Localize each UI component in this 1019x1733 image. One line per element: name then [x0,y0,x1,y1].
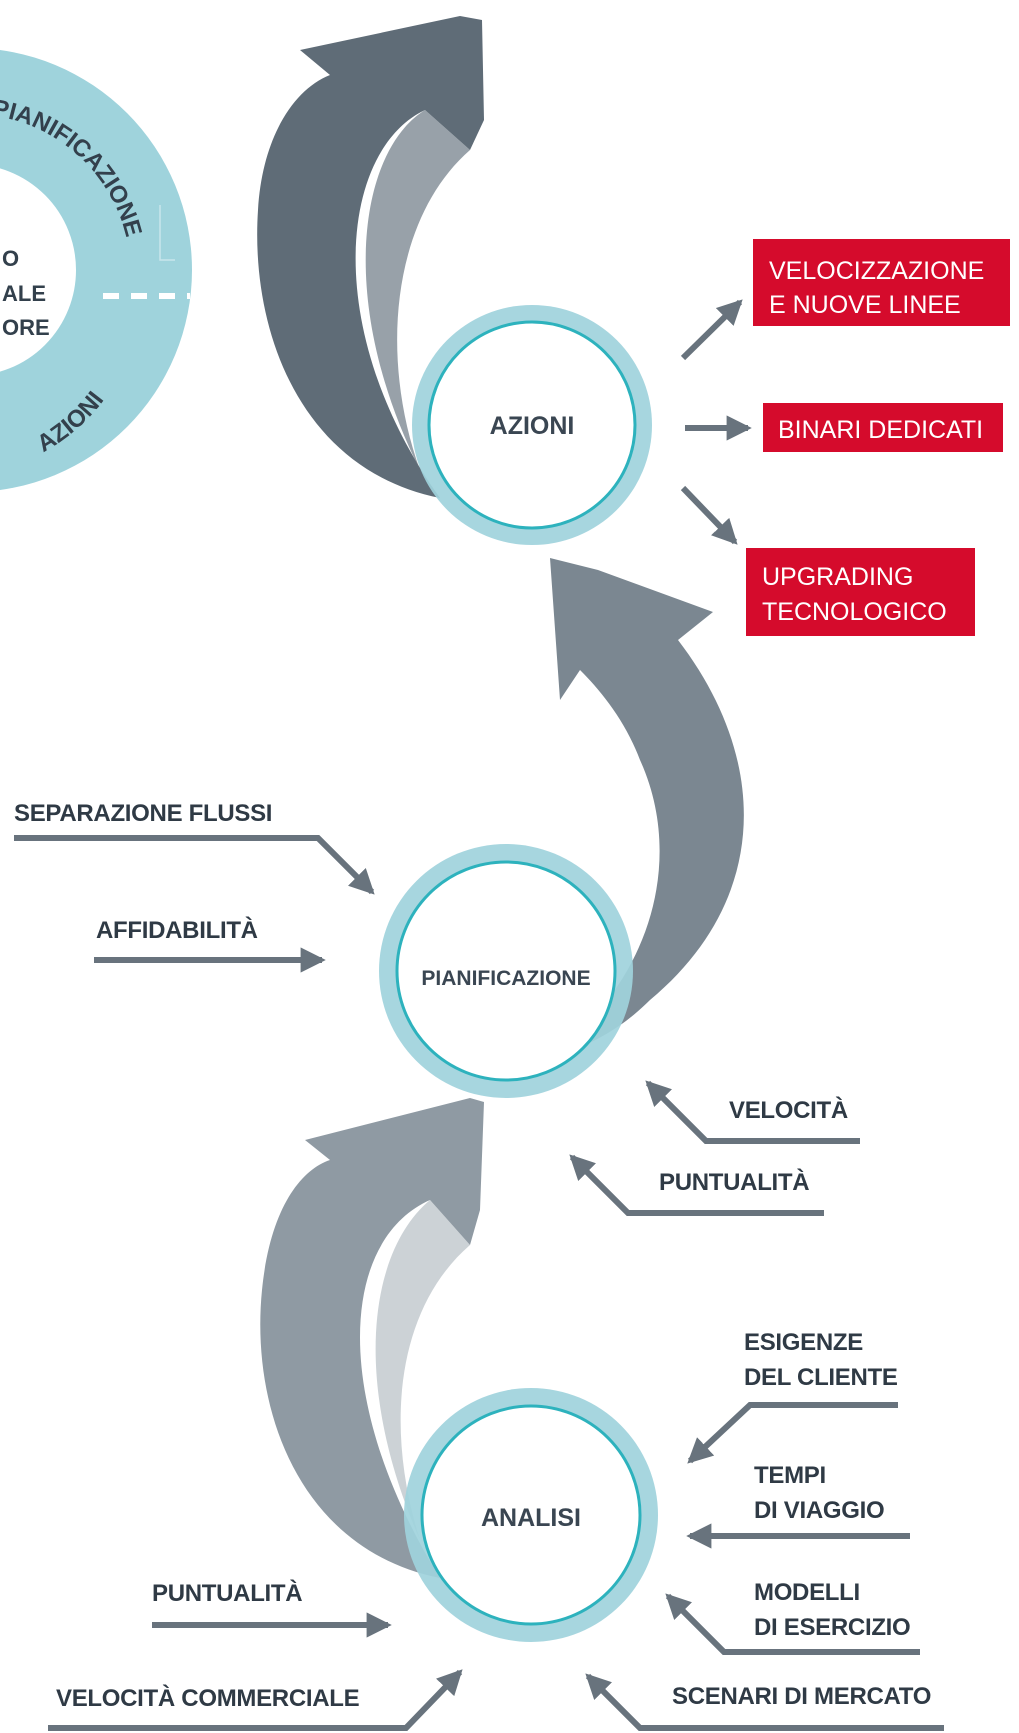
output-velocizzazione-line-1: VELOCIZZAZIONE [769,257,984,285]
curved-arrow-bottom-shade [375,1200,470,1540]
connector-modelli [665,1593,920,1655]
cycle-inner-circle [0,168,76,372]
node-analisi-label: ANALISI [481,1504,581,1532]
input-esigenze-line-1: ESIGENZE [744,1329,863,1356]
cycle-inner-line-1: O [2,246,19,271]
node-analisi: ANALISI [404,1388,658,1642]
input-modelli-line-2: DI ESERCIZIO [754,1614,910,1641]
output-binari-label: BINARI DEDICATI [778,416,983,444]
pianificazione-connectors [14,835,860,1216]
input-tempi-line-2: DI VIAGGIO [754,1497,884,1524]
input-modelli-line-1: MODELLI [754,1579,860,1606]
curved-arrow-middle [540,558,744,1060]
input-velocita: VELOCITÀ [729,1096,848,1124]
input-puntualita-pian: PUNTUALITÀ [659,1168,809,1196]
cycle-bracket-line [159,205,175,261]
connector-velocizzazione [680,299,743,361]
input-tempi-line-1: TEMPI [754,1462,826,1489]
connector-velocita-commerciale [48,1669,463,1731]
node-pianificazione-label: PIANIFICAZIONE [421,967,590,990]
node-pianificazione: PIANIFICAZIONE [379,844,633,1098]
curved-arrow-bottom [260,1098,484,1578]
input-separazione-flussi: SEPARAZIONE FLUSSI [14,800,272,827]
connector-puntualita-pian [569,1154,824,1216]
curved-arrow-top-shade [365,110,470,470]
node-azioni-label: AZIONI [490,412,575,440]
analisi-connectors [48,1402,944,1731]
input-puntualita-analisi: PUNTUALITÀ [152,1579,302,1607]
connector-separazione [14,835,375,895]
output-velocizzazione-line-2: E NUOVE LINEE [769,291,961,319]
connector-upgrading [680,485,738,545]
cycle-overview: PIANIFICAZIONE AZIONI O ALE ORE [0,50,192,490]
connector-velocita [645,1080,860,1144]
input-affidabilita: AFFIDABILITÀ [96,916,258,944]
output-velocizzazione: VELOCIZZAZIONE E NUOVE LINEE [753,239,1010,326]
input-velocita-commerciale: VELOCITÀ COMMERCIALE [56,1684,360,1712]
cycle-inner-line-3: ORE [2,315,50,340]
output-upgrading-line-1: UPGRADING [762,563,913,591]
cycle-inner-line-2: ALE [2,281,46,306]
input-scenari: SCENARI DI MERCATO [672,1683,931,1710]
cycle-outer-ring [0,50,192,490]
input-esigenze-line-2: DEL CLIENTE [744,1364,898,1391]
connector-esigenze [687,1402,898,1464]
output-connectors [680,299,752,545]
output-binari: BINARI DEDICATI [763,403,1003,452]
connector-scenari [585,1673,944,1731]
output-upgrading-line-2: TECNOLOGICO [762,598,947,626]
output-upgrading: UPGRADING TECNOLOGICO [746,548,975,636]
node-azioni: AZIONI [412,305,652,545]
curved-arrow-top [257,16,484,498]
